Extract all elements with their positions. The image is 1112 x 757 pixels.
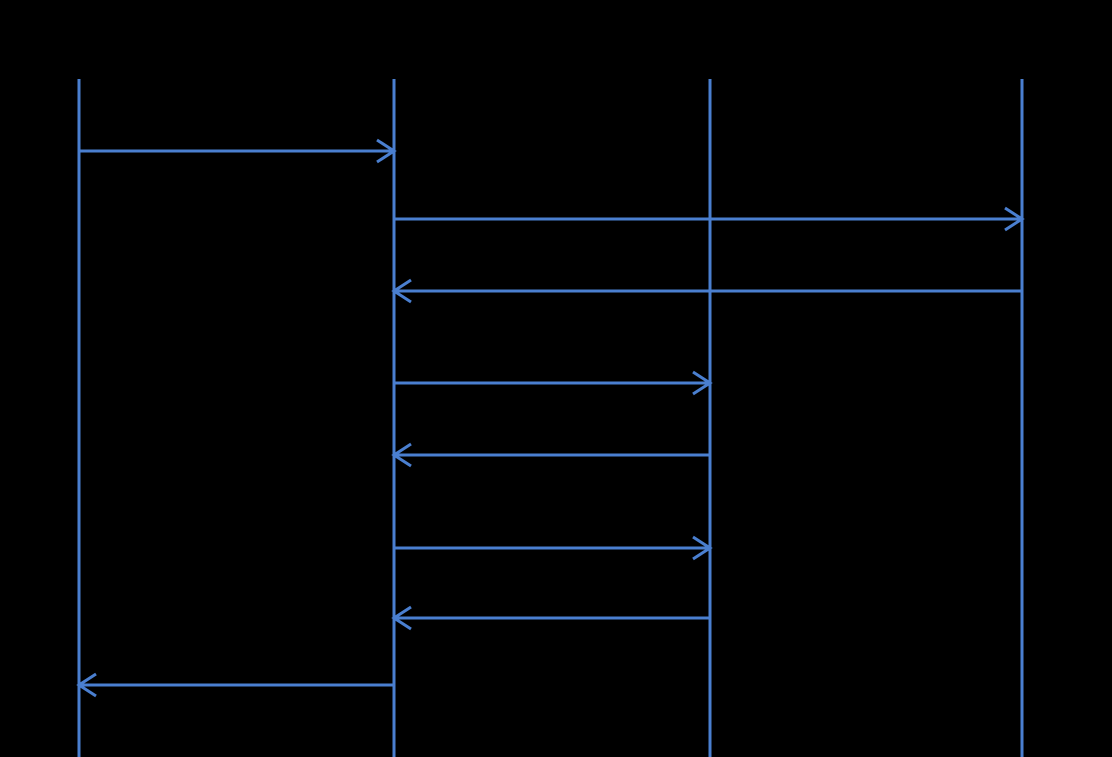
message-arrowhead-8 — [76, 672, 97, 698]
message-arrowhead-7 — [391, 605, 412, 631]
message-5 — [391, 442, 710, 468]
message-arrowhead-6 — [692, 535, 713, 561]
message-6 — [394, 535, 713, 561]
message-arrowhead-3 — [391, 278, 412, 304]
message-arrowhead-5 — [391, 442, 412, 468]
lifelines-group — [77, 79, 1024, 757]
message-3 — [391, 278, 1022, 304]
message-2 — [394, 206, 1025, 232]
message-arrowhead-4 — [692, 370, 713, 396]
message-7 — [391, 605, 710, 631]
message-8 — [76, 672, 394, 698]
message-arrowhead-1 — [376, 138, 397, 164]
message-arrowhead-2 — [1004, 206, 1025, 232]
message-4 — [394, 370, 713, 396]
messages-group — [76, 138, 1025, 698]
message-1 — [79, 138, 397, 164]
